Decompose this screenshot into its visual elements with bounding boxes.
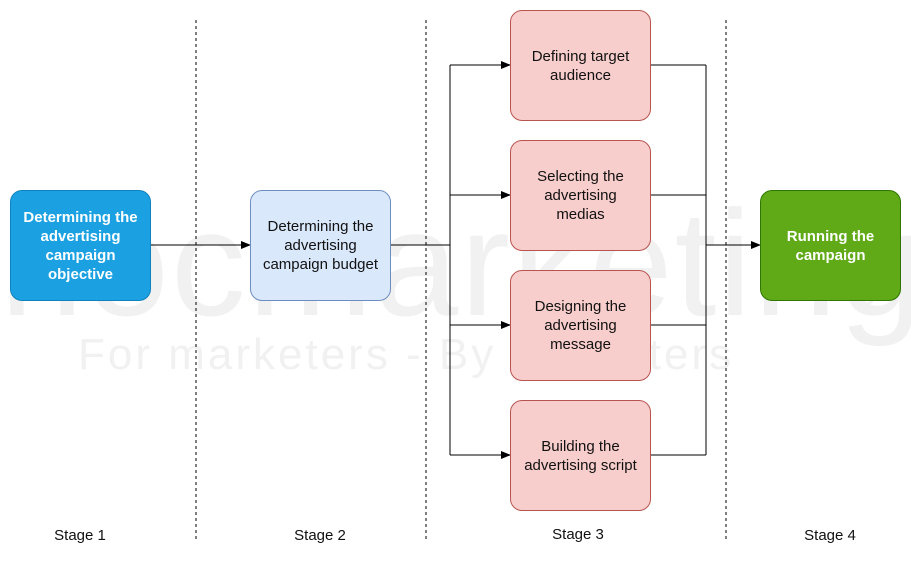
stage-label-3: Stage 3 [552, 526, 604, 543]
node-advertising-script-label: Building the advertising script [524, 437, 637, 474]
node-advertising-message-label: Designing the advertising message [534, 298, 627, 353]
stage-label-4: Stage 4 [804, 527, 856, 544]
node-target-audience-label: Defining target audience [531, 47, 630, 84]
node-advertising-medias-label: Selecting the advertising medias [537, 168, 624, 223]
node-advertising-message: Designing the advertising message [510, 270, 651, 381]
node-campaign-objective: Determining the advertising campaign obj… [10, 190, 151, 301]
node-running-campaign: Running the campaign [760, 190, 901, 301]
node-campaign-budget: Determining the advertising campaign bud… [250, 190, 391, 301]
stage-label-1: Stage 1 [54, 527, 106, 544]
node-advertising-medias: Selecting the advertising medias [510, 140, 651, 251]
node-target-audience: Defining target audience [510, 10, 651, 121]
node-campaign-objective-label: Determining the advertising campaign obj… [23, 208, 138, 283]
node-campaign-budget-label: Determining the advertising campaign bud… [262, 218, 379, 273]
stage-label-2: Stage 2 [294, 527, 346, 544]
node-advertising-script: Building the advertising script [510, 400, 651, 511]
node-running-campaign-label: Running the campaign [786, 227, 875, 264]
